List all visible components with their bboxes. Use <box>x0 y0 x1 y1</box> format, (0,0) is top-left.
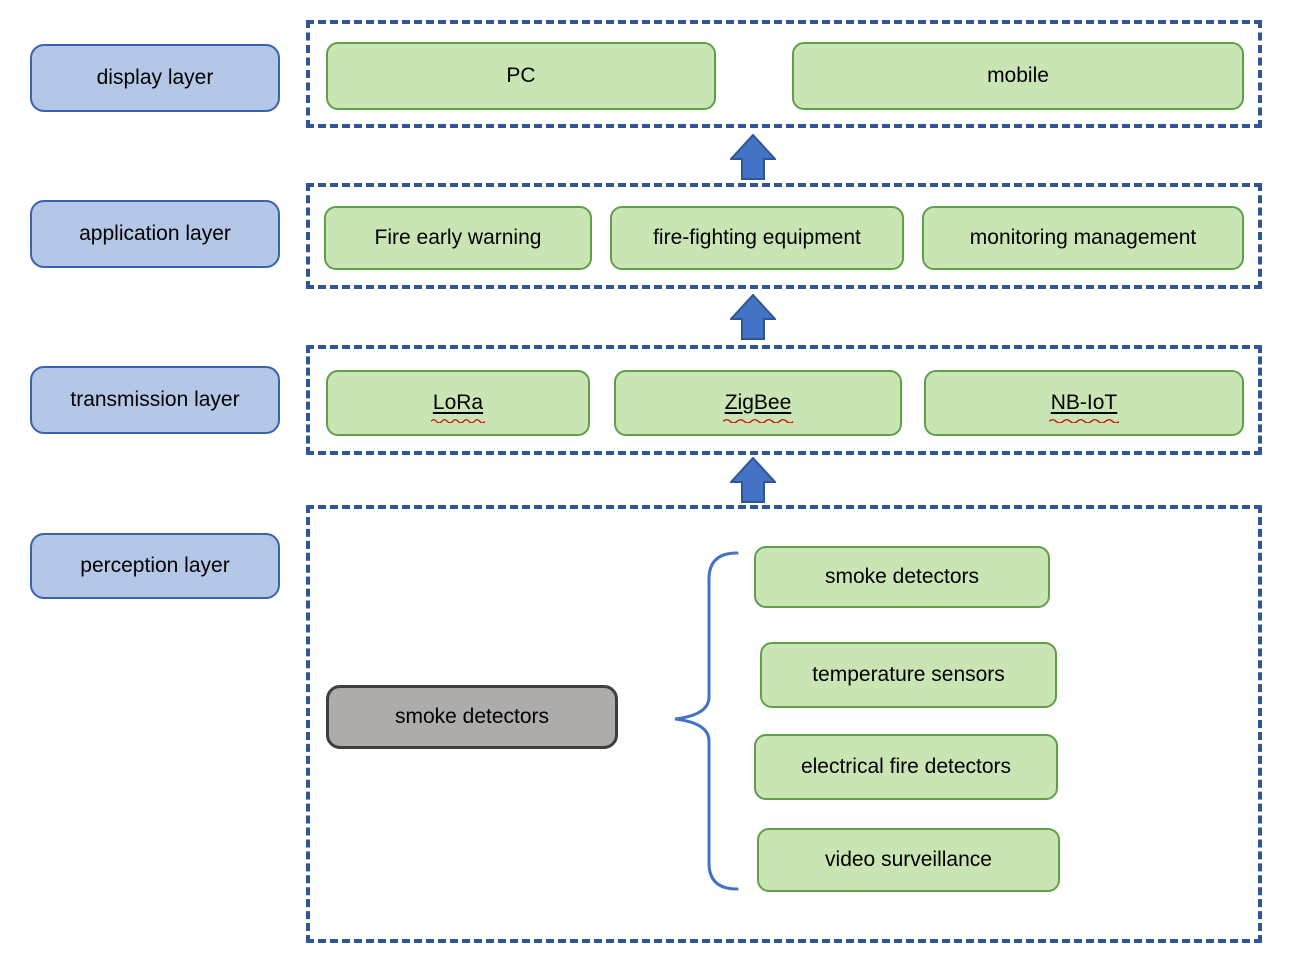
node-label: NB-IoT <box>1050 391 1118 414</box>
up-arrow-icon <box>730 134 776 180</box>
spellcheck-squiggle-icon <box>430 419 486 423</box>
perception-layer-container: smoke detectors smoke detectors temperat… <box>306 505 1262 943</box>
node-pc: PC <box>326 42 716 110</box>
node-label: mobile <box>987 64 1049 87</box>
node-label: ZigBee <box>724 391 792 414</box>
transmission-layer-container: LoRa ZigBee NB-IoT <box>306 345 1262 455</box>
spellcheck-squiggle-icon <box>722 419 794 423</box>
node-label: smoke detectors <box>394 705 550 728</box>
node-temperature-sensors: temperature sensors <box>760 642 1057 708</box>
node-lora: LoRa <box>326 370 590 436</box>
curly-brace-icon <box>674 551 739 891</box>
layer-label-text: application layer <box>79 222 231 245</box>
layer-label-text: perception layer <box>80 554 230 577</box>
node-smoke-detectors: smoke detectors <box>754 546 1050 608</box>
node-smoke-detectors-source: smoke detectors <box>326 685 618 749</box>
node-label: fire-fighting equipment <box>653 226 861 249</box>
node-fire-early-warning: Fire early warning <box>324 206 592 270</box>
layer-label-application: application layer <box>30 200 280 268</box>
layer-label-display: display layer <box>30 44 280 112</box>
node-nb-iot: NB-IoT <box>924 370 1244 436</box>
node-zigbee: ZigBee <box>614 370 902 436</box>
up-arrow-icon <box>730 457 776 503</box>
node-label: monitoring management <box>969 226 1197 249</box>
display-layer-container: PC mobile <box>306 20 1262 128</box>
node-label: temperature sensors <box>812 663 1005 686</box>
node-monitoring-management: monitoring management <box>922 206 1244 270</box>
node-label: Fire early warning <box>374 226 542 249</box>
layer-label-text: display layer <box>96 66 214 89</box>
layer-label-transmission: transmission layer <box>30 366 280 434</box>
node-label: LoRa <box>432 391 484 414</box>
application-layer-container: Fire early warning fire-fighting equipme… <box>306 183 1262 289</box>
node-label: video surveillance <box>825 848 992 871</box>
node-label: electrical fire detectors <box>800 755 1012 778</box>
node-label: smoke detectors <box>824 565 980 588</box>
layer-label-perception: perception layer <box>30 533 280 599</box>
node-mobile: mobile <box>792 42 1244 110</box>
node-video-surveillance: video surveillance <box>757 828 1060 892</box>
node-electrical-fire-detectors: electrical fire detectors <box>754 734 1058 800</box>
node-fire-fighting-equipment: fire-fighting equipment <box>610 206 904 270</box>
spellcheck-squiggle-icon <box>1048 419 1120 423</box>
layer-label-text: transmission layer <box>70 388 240 411</box>
node-label: PC <box>506 64 536 87</box>
up-arrow-icon <box>730 294 776 340</box>
